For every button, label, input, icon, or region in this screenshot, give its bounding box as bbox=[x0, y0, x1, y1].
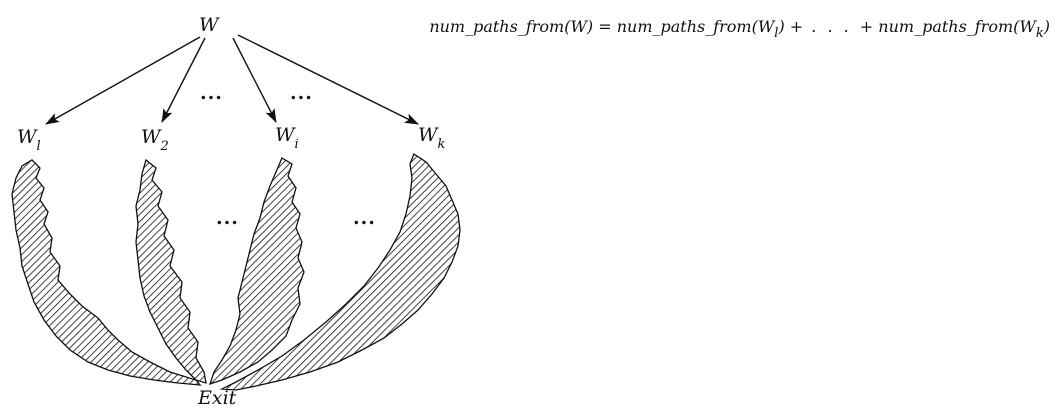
ellipsis-regions-right: ... bbox=[353, 207, 376, 229]
edge-root-to-wi bbox=[232, 37, 277, 123]
path-region-wi bbox=[208, 157, 305, 386]
child-node-w1: Wl bbox=[17, 126, 41, 154]
formula: num_paths_from(W) = num_paths_from(Wl) +… bbox=[429, 17, 1050, 41]
child-node-wi: Wi bbox=[275, 124, 299, 152]
child-node-wk: Wk bbox=[418, 124, 446, 152]
svg-text:Wl: Wl bbox=[17, 126, 41, 154]
edge-root-to-w2 bbox=[161, 37, 206, 123]
svg-text:Wk: Wk bbox=[418, 124, 446, 152]
exit-label: Exit bbox=[197, 387, 237, 409]
svg-text:Wi: Wi bbox=[275, 124, 299, 152]
edge-root-to-wk bbox=[237, 34, 419, 125]
ellipsis-arrows-left: ... bbox=[200, 82, 223, 104]
root-node-label: W bbox=[199, 14, 220, 36]
ellipsis-arrows-right: ... bbox=[290, 82, 313, 104]
svg-text:W2: W2 bbox=[141, 126, 169, 154]
edge-root-to-w1 bbox=[45, 36, 201, 125]
path-region-w2 bbox=[135, 158, 207, 384]
ellipsis-regions-left: ... bbox=[216, 207, 239, 229]
path-region-wk bbox=[219, 153, 461, 391]
child-node-w2: W2 bbox=[141, 126, 169, 154]
